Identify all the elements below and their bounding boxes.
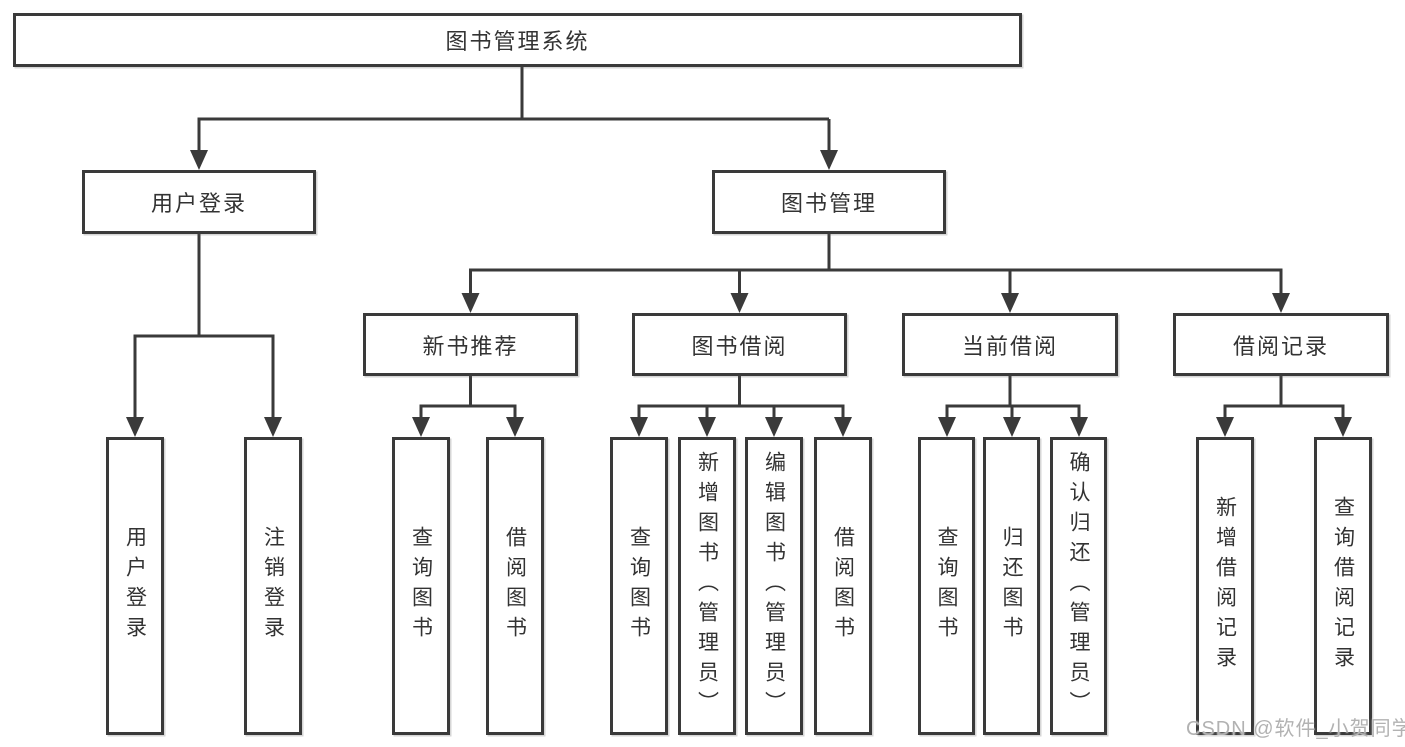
arrow-down-icon [506,417,524,437]
connector-book-borrow [637,376,845,423]
leaf-nb-query-books-label: 查询图书 [409,526,433,646]
leaf-bb-borrow-books-label: 借阅图书 [831,526,855,646]
node-user-login-label: 用户登录 [150,191,247,216]
connector-current-borrow [945,376,1081,423]
arrow-down-icon [765,417,783,437]
arrow-down-icon [820,150,838,170]
leaf-cb-query-books-label: 查询图书 [935,526,958,646]
arrow-down-icon [698,417,716,437]
connector-user-login [133,234,275,423]
node-user-login: 用户登录 [82,170,316,234]
arrow-down-icon [1070,417,1088,437]
leaf-nb-borrow-books-label: 借阅图书 [503,526,527,646]
node-borrow-records: 借阅记录 [1173,313,1389,376]
leaf-cb-return-books: 归还图书 [983,437,1040,735]
leaf-logout: 注销登录 [244,437,302,735]
leaf-cb-query-books: 查询图书 [918,437,975,735]
csdn-watermark: CSDN @软件_小贺同学 [1186,718,1405,740]
arrow-down-icon [1334,417,1352,437]
node-current-borrow: 当前借阅 [902,313,1118,376]
connector-new-book-recommend [419,376,517,423]
arrow-down-icon [834,417,852,437]
connector-book-management [469,234,1283,299]
connector-root [197,67,831,156]
arrow-down-icon [461,293,480,313]
leaf-bb-query-books: 查询图书 [610,437,668,735]
leaf-bb-add-books-admin-label: 新增图书（管理员） [695,451,719,721]
arrow-down-icon [1003,417,1021,437]
node-current-borrow-label: 当前借阅 [961,333,1058,359]
leaf-bb-edit-books-admin: 编辑图书（管理员） [745,437,803,735]
arrow-down-icon [938,417,956,437]
node-book-borrow-label: 图书借阅 [691,333,788,359]
node-new-book-recommend-label: 新书推荐 [422,333,519,359]
arrow-down-icon [730,293,749,313]
leaf-logout-label: 注销登录 [261,526,285,646]
node-book-management-label: 图书管理 [780,191,877,216]
arrow-down-icon [630,417,648,437]
leaf-nb-query-books: 查询图书 [392,437,450,735]
arrow-down-icon [1001,293,1019,313]
leaf-bb-edit-books-admin-label: 编辑图书（管理员） [762,451,786,721]
arrow-down-icon [1216,417,1234,437]
leaf-br-add-record: 新增借阅记录 [1196,437,1254,735]
leaf-cb-confirm-return-admin: 确认归还（管理员） [1050,437,1107,735]
node-book-management: 图书管理 [712,170,946,234]
leaf-user-login: 用户登录 [106,437,164,735]
leaf-cb-confirm-return-admin-label: 确认归还（管理员） [1067,451,1090,721]
node-book-borrow: 图书借阅 [632,313,847,376]
leaf-user-login-label: 用户登录 [123,526,147,646]
connector-borrow-records [1223,376,1345,423]
leaf-nb-borrow-books: 借阅图书 [486,437,544,735]
arrow-down-icon [190,150,208,170]
arrowheads [126,150,1352,437]
arrow-down-icon [264,417,282,437]
leaf-br-query-record-label: 查询借阅记录 [1331,496,1355,676]
node-root-label: 图书管理系统 [445,29,590,54]
arrow-down-icon [1272,293,1290,313]
leaf-bb-borrow-books: 借阅图书 [814,437,872,735]
node-root: 图书管理系统 [13,13,1022,67]
leaf-bb-query-books-label: 查询图书 [627,526,651,646]
arrow-down-icon [412,417,430,437]
leaf-br-add-record-label: 新增借阅记录 [1213,496,1237,676]
arrow-down-icon [126,417,144,437]
node-new-book-recommend: 新书推荐 [363,313,578,376]
leaf-br-query-record: 查询借阅记录 [1314,437,1372,735]
leaf-cb-return-books-label: 归还图书 [1000,526,1023,646]
node-borrow-records-label: 借阅记录 [1232,333,1329,359]
leaf-bb-add-books-admin: 新增图书（管理员） [678,437,736,735]
